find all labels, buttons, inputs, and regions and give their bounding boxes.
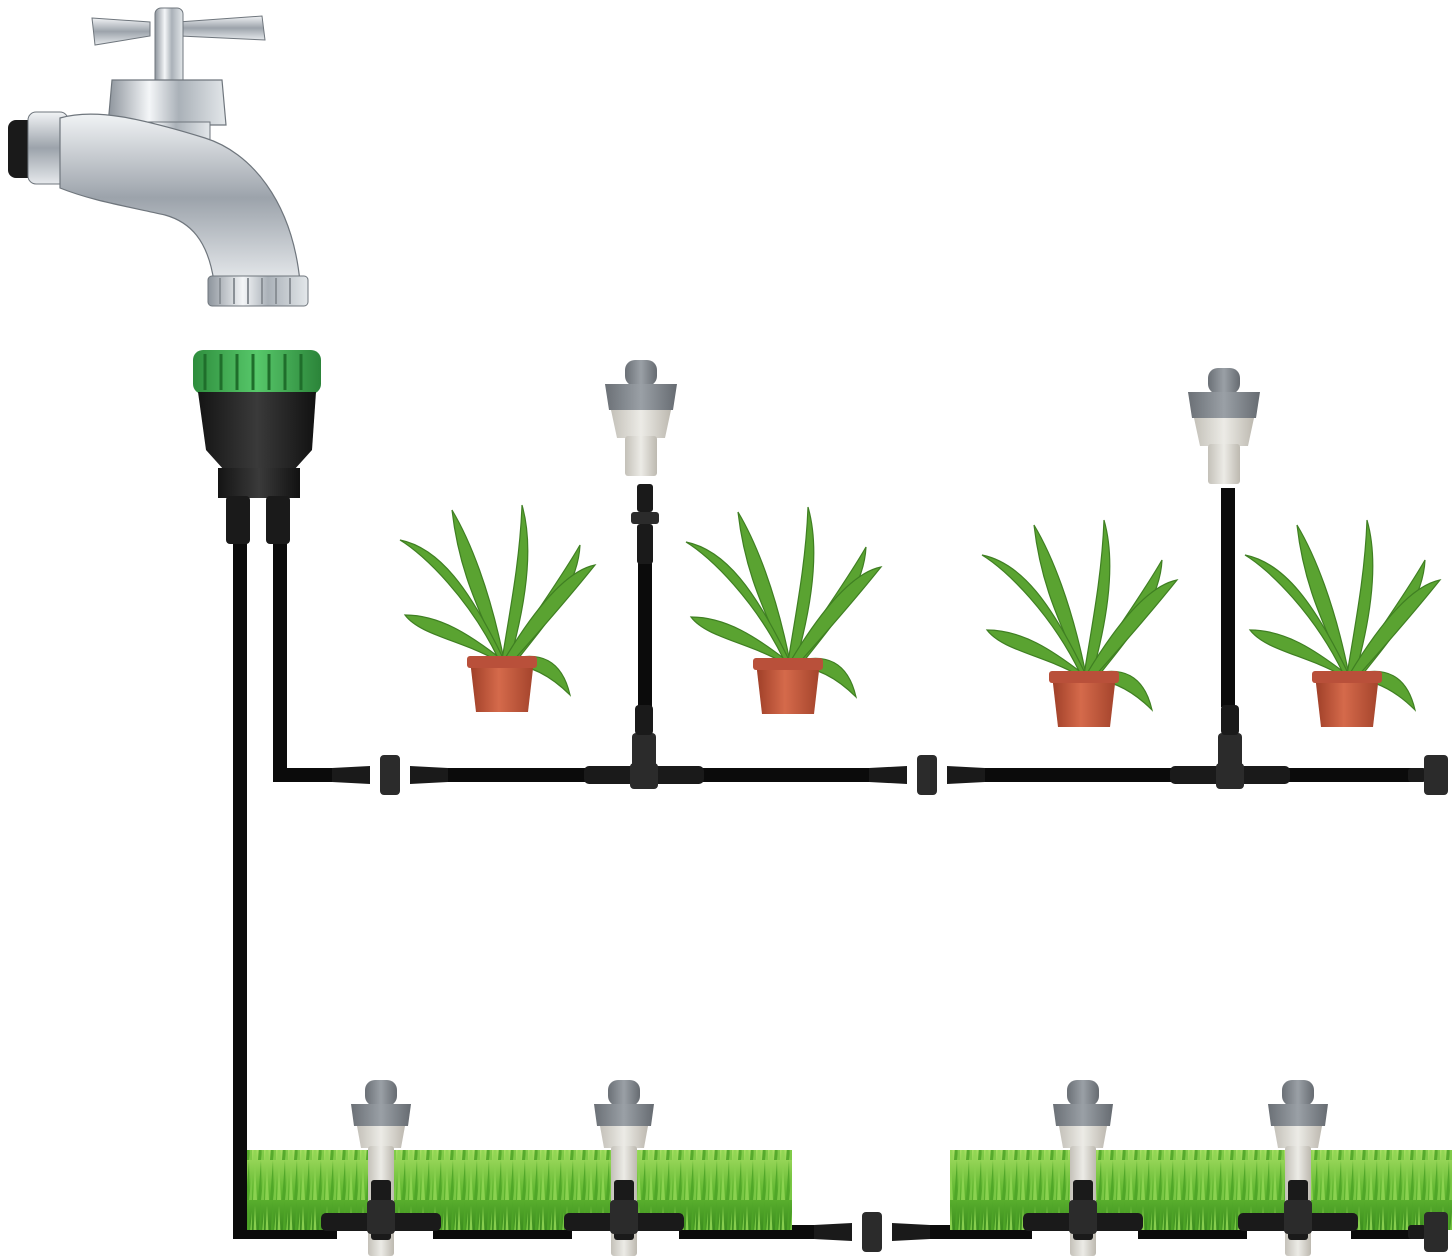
straight-connector-icon <box>814 1212 930 1252</box>
end-plug-icon <box>1408 1212 1448 1252</box>
sprinkler-icon <box>605 360 677 476</box>
lawn-sprinkler-assembly <box>1023 1080 1143 1256</box>
upper-main-tube <box>273 543 342 782</box>
potted-plant-icon <box>981 519 1179 727</box>
tee-connector-icon <box>584 705 704 789</box>
barb-connector-icon <box>631 484 659 564</box>
sprinkler-icon <box>1188 368 1260 484</box>
potted-plant-icon <box>1244 519 1442 727</box>
straight-connector-icon <box>332 755 448 795</box>
potted-plant-icon <box>685 506 883 714</box>
faucet-icon <box>8 7 309 307</box>
tubing <box>233 488 1419 1239</box>
potted-plant-icon <box>399 504 597 712</box>
tee-connector-icon <box>1170 705 1290 789</box>
lawn-sprinkler-assembly <box>1238 1080 1358 1256</box>
lawn-sprinkler-assembly <box>564 1080 684 1256</box>
lower-main-tube <box>233 541 337 1239</box>
lawn-sprinkler-assembly <box>321 1080 441 1256</box>
straight-connector-icon <box>869 755 985 795</box>
tap-connector-icon <box>193 350 321 544</box>
end-plug-icon <box>1408 755 1448 795</box>
